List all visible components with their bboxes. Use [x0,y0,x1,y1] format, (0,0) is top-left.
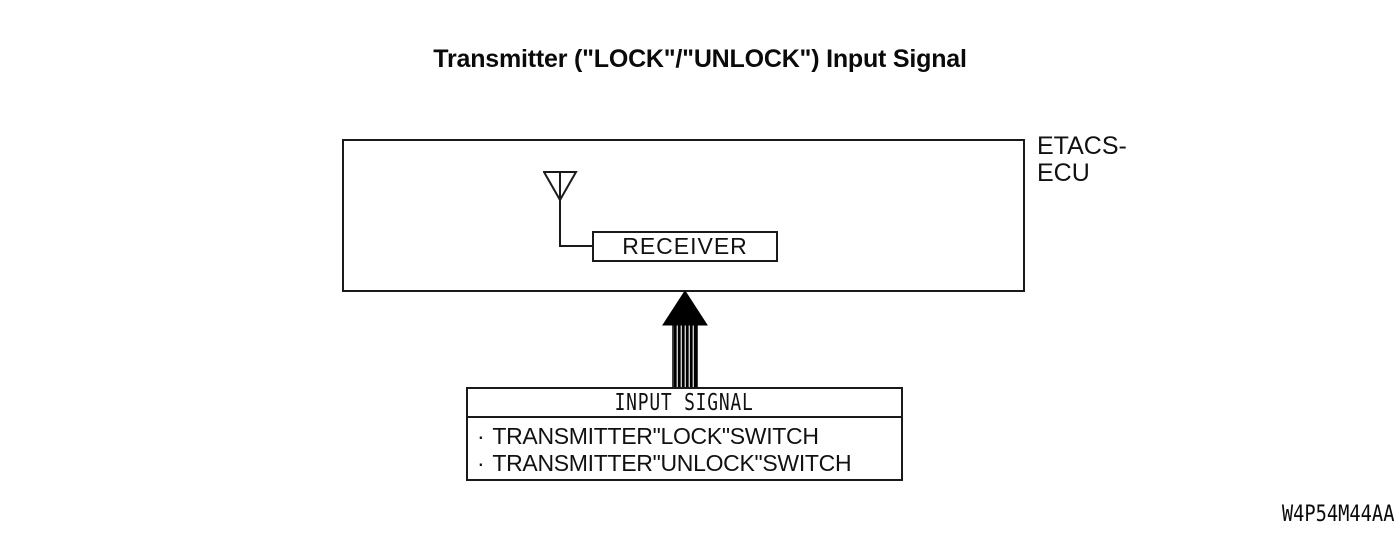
input-signal-item-unlock: TRANSMITTER"UNLOCK"SWITCH [492,450,852,476]
diagram-title: Transmitter ("LOCK"/"UNLOCK") Input Sign… [433,45,967,73]
up-arrow-icon [662,290,708,388]
ecu-label-line2: ECU [1037,159,1090,187]
input-signal-box: INPUT SIGNAL · TRANSMITTER"LOCK"SWITCH ·… [466,387,903,481]
receiver-box: RECEIVER [592,231,778,262]
ecu-label-line1: ETACS- [1037,132,1127,160]
figure-code: W4P54M44AA [1281,502,1394,527]
bullet-icon: · [477,450,485,476]
list-item: · TRANSMITTER"UNLOCK"SWITCH [477,450,895,477]
bullet-icon: · [477,423,485,449]
list-item: · TRANSMITTER"LOCK"SWITCH [477,423,895,450]
input-signal-header: INPUT SIGNAL [468,389,901,418]
input-signal-header-label: INPUT SIGNAL [615,389,754,416]
input-signal-item-lock: TRANSMITTER"LOCK"SWITCH [492,423,819,449]
antenna-icon [543,171,593,247]
input-signal-body: · TRANSMITTER"LOCK"SWITCH · TRANSMITTER"… [468,418,901,477]
receiver-label: RECEIVER [622,233,748,259]
ecu-label: ETACS- ECU [1037,133,1127,187]
etacs-ecu-box [342,139,1025,292]
